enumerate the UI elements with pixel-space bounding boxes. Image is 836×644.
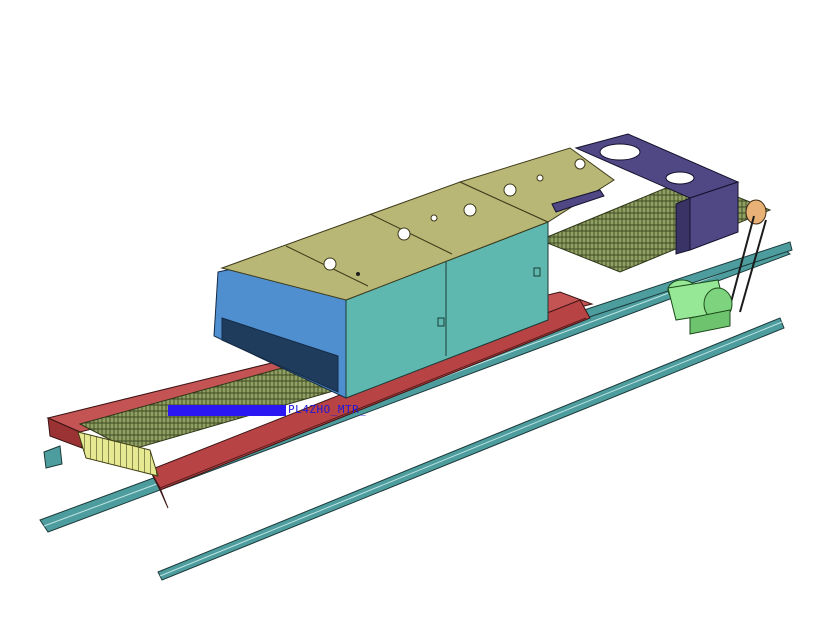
drive-bracket <box>551 133 740 255</box>
rear-ground-rail <box>157 317 785 581</box>
drive-pulley <box>729 199 767 313</box>
annotation-text: PL4ZHO_MTR_ <box>288 403 367 416</box>
cad-selection-annotation[interactable]: PL4ZHO_MTR_ <box>168 403 366 421</box>
infeed-roller <box>77 431 159 477</box>
selection-highlight-bar <box>168 404 286 416</box>
drive-motor <box>667 279 733 335</box>
frame-foot-left <box>43 445 63 469</box>
